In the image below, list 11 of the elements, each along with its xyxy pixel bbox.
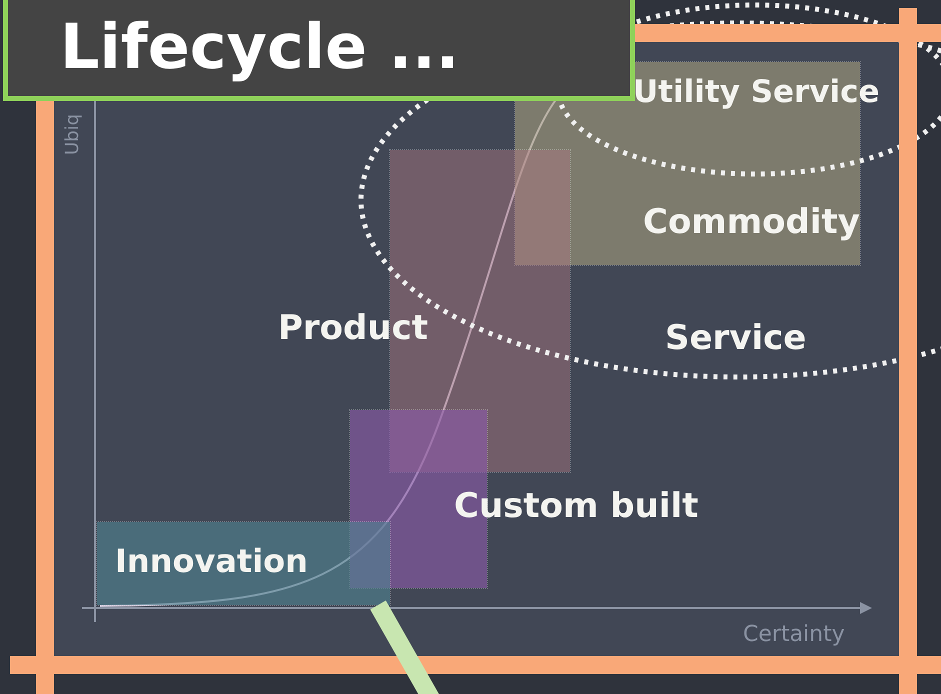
axis-label: Certainty — [743, 622, 845, 647]
leader-line — [370, 600, 440, 694]
axis-label: Ubiq — [62, 114, 83, 155]
title: Lifecycle ... — [60, 9, 460, 85]
region-label: Utility Service — [633, 74, 880, 110]
region-label: Product — [278, 308, 428, 348]
region-box — [97, 522, 390, 605]
region-label: Custom built — [454, 486, 698, 526]
region-label: Service — [665, 318, 806, 358]
region-label: Innovation — [115, 542, 308, 580]
region-label: Commodity — [643, 202, 860, 242]
